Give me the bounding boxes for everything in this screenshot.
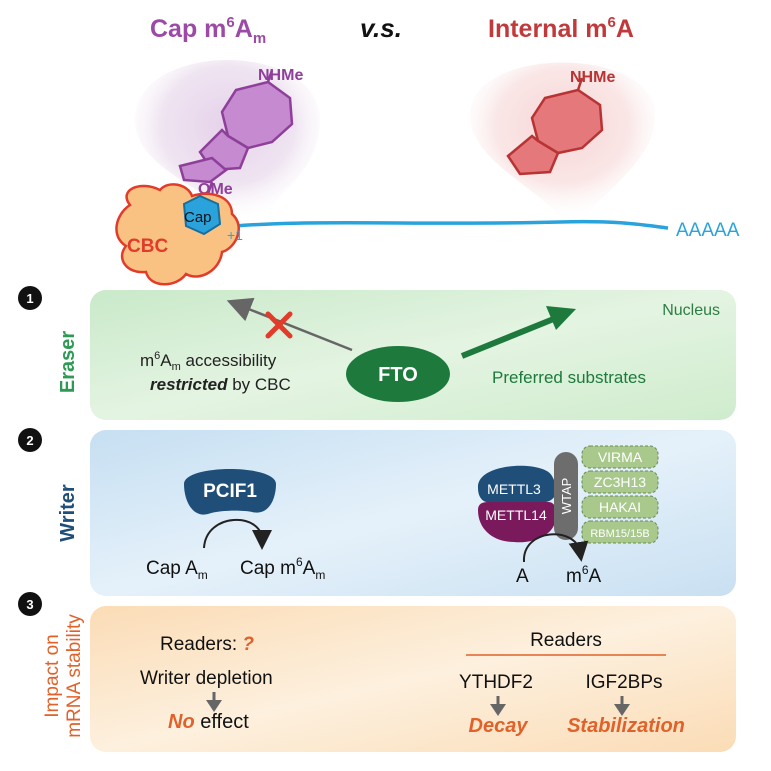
subunit-box-virma — [581, 445, 659, 469]
plus-one-label: +1 — [227, 227, 243, 243]
vs-label: v.s. — [360, 13, 402, 43]
pcif1-reaction-arrow — [203, 518, 272, 550]
mettl14-label: METTL14 — [485, 507, 547, 523]
accessory-subunits: VIRMA ZC3H13 HAKAI RBM15/15B — [581, 445, 659, 544]
cap-nhme-label: NHMe — [258, 67, 303, 84]
polya-tail: AAAAA — [676, 220, 740, 241]
impact-side-label-line1: Impact on — [42, 634, 63, 717]
blocked-cross-icon — [265, 311, 293, 339]
subunit-hakai: HAKAI — [599, 499, 641, 515]
readers-right-label: Readers — [530, 630, 602, 651]
ythdf2-label: YTHDF2 — [459, 672, 533, 693]
wtap-label: WTAP — [559, 478, 574, 515]
panel-number-1-badge — [18, 286, 42, 310]
panel-number-2: 2 — [26, 433, 33, 448]
accessibility-line1: m6Am accessibility — [140, 350, 277, 373]
subunit-virma: VIRMA — [598, 449, 643, 465]
subunit-box-hakai — [581, 495, 659, 519]
subunit-rbm15: RBM15/15B — [590, 528, 649, 540]
cbc-blob — [115, 183, 240, 286]
internal-m6a-molecule — [506, 77, 604, 176]
blocked-arrow — [226, 297, 353, 352]
panel-number-3: 3 — [26, 597, 33, 612]
mettl-reaction-arrow — [522, 533, 589, 563]
decay-label: Decay — [469, 715, 529, 737]
cbc-label: CBC — [127, 236, 168, 257]
writer-depletion-label: Writer depletion — [140, 668, 273, 689]
mrna-strand — [214, 219, 669, 230]
impact-side-label-line2: mRNA stability — [64, 614, 85, 738]
m6a-label: m6A — [566, 563, 602, 587]
down-arrow-icon-stabilization — [614, 696, 630, 716]
down-arrow-icon-decay — [490, 696, 506, 716]
cap-am-label: Cap Am — [146, 558, 208, 582]
subunit-box-zc3h13 — [581, 470, 659, 494]
down-arrow-icon-left — [206, 692, 222, 712]
impact-panel — [90, 606, 736, 752]
wtap-subunit — [554, 452, 578, 540]
subunit-box-rbm15 — [581, 520, 659, 544]
accessibility-line2: restricted by CBC — [150, 375, 291, 394]
panel-number-1: 1 — [26, 291, 33, 306]
igf2bps-label: IGF2BPs — [585, 672, 662, 693]
a-label: A — [516, 566, 529, 587]
readers-left-label: Readers: ? — [160, 634, 254, 655]
internal-m6a-title: Internal m6A — [488, 14, 634, 43]
preferred-arrow — [460, 315, 558, 359]
preferred-substrates-label: Preferred substrates — [492, 368, 646, 387]
pcif1-label: PCIF1 — [203, 481, 257, 502]
internal-nhme-label: NHMe — [570, 69, 615, 86]
cap-m6am-title: Cap m6Am — [150, 14, 266, 47]
mettl3-subunit — [477, 465, 557, 502]
writer-side-label: Writer — [57, 484, 79, 542]
cap-m6am-label: Cap m6Am — [240, 555, 325, 582]
no-effect-label: No effect — [168, 711, 249, 733]
fto-label: FTO — [378, 364, 418, 386]
mettl14-subunit — [478, 502, 556, 543]
mettl3-label: METTL3 — [487, 481, 541, 497]
eraser-side-label: Eraser — [57, 331, 79, 393]
subunit-zc3h13: ZC3H13 — [594, 474, 646, 490]
cap-label: Cap — [184, 209, 212, 226]
stabilization-label: Stabilization — [567, 715, 685, 737]
pcif1-enzyme — [184, 469, 276, 515]
cap-hexagon — [182, 194, 222, 236]
nucleus-label: Nucleus — [662, 302, 720, 319]
cap-m6am-molecule — [178, 69, 294, 195]
panel-number-2-badge — [18, 428, 42, 452]
preferred-arrow-head — [546, 306, 576, 330]
fto-enzyme — [346, 346, 450, 402]
panel-number-3-badge — [18, 592, 42, 616]
